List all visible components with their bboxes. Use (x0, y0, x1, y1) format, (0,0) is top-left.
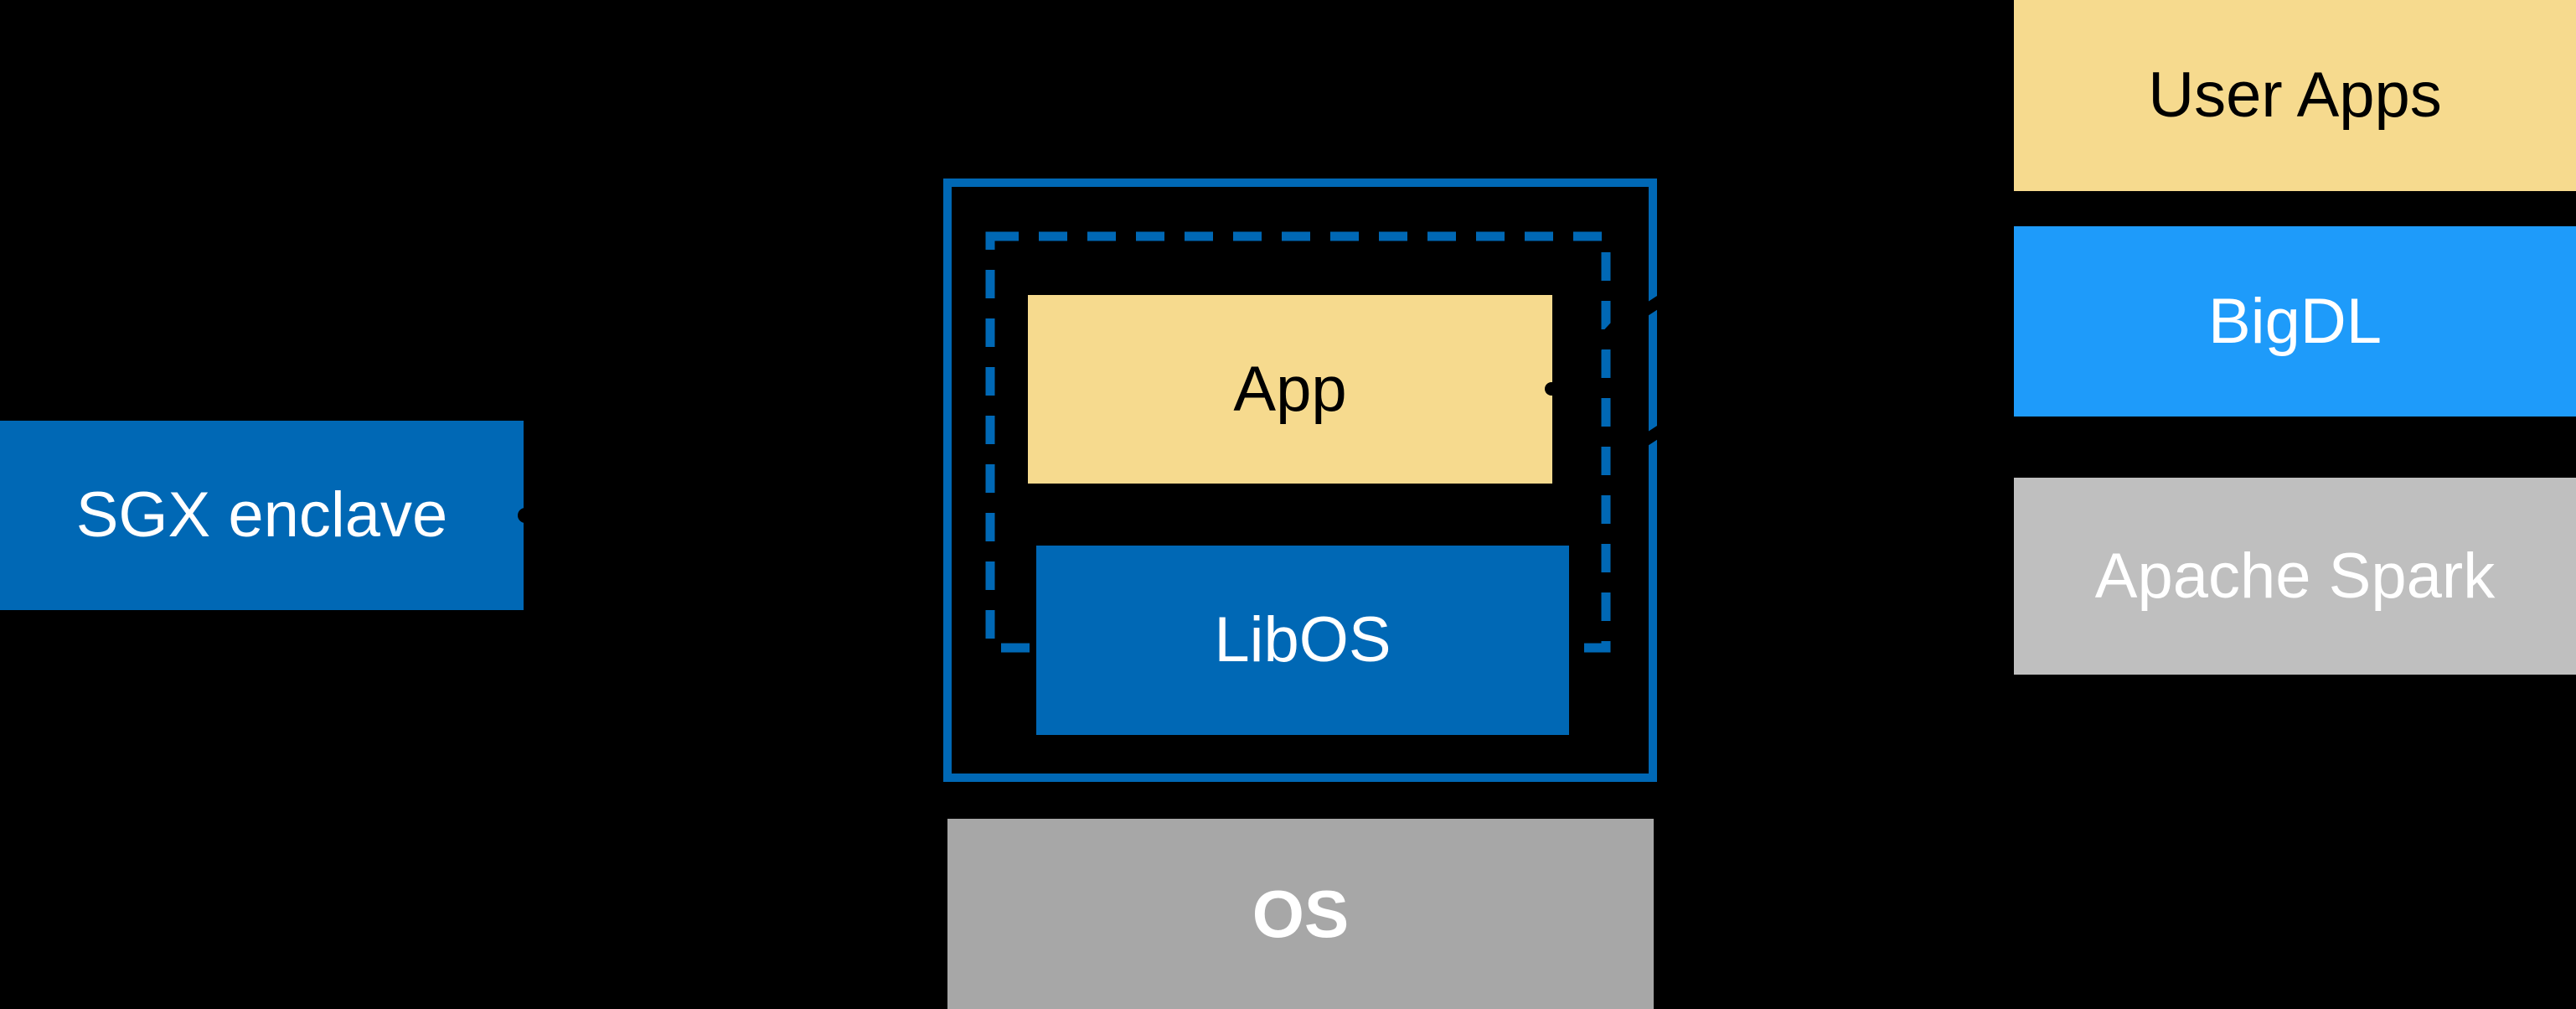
user-apps-label: User Apps (2148, 60, 2442, 131)
app-box: App (1028, 295, 1552, 484)
sgx-enclave-label: SGX enclave (75, 479, 448, 551)
os-box: OS (947, 819, 1654, 1009)
os-label: OS (1252, 876, 1350, 951)
user-apps-box: User Apps (2014, 0, 2576, 191)
apache-spark-label: Apache Spark (2094, 540, 2496, 612)
libos-box: LibOS (1036, 546, 1569, 735)
app-label: App (1233, 353, 1347, 425)
libos-label: LibOS (1214, 604, 1391, 675)
apache-spark-box: Apache Spark (2014, 478, 2576, 675)
sgx-enclave-box: SGX enclave (0, 421, 524, 610)
bigdl-box: BigDL (2014, 226, 2576, 417)
enclave-outer-box (943, 179, 1657, 782)
bigdl-label: BigDL (2208, 285, 2382, 357)
